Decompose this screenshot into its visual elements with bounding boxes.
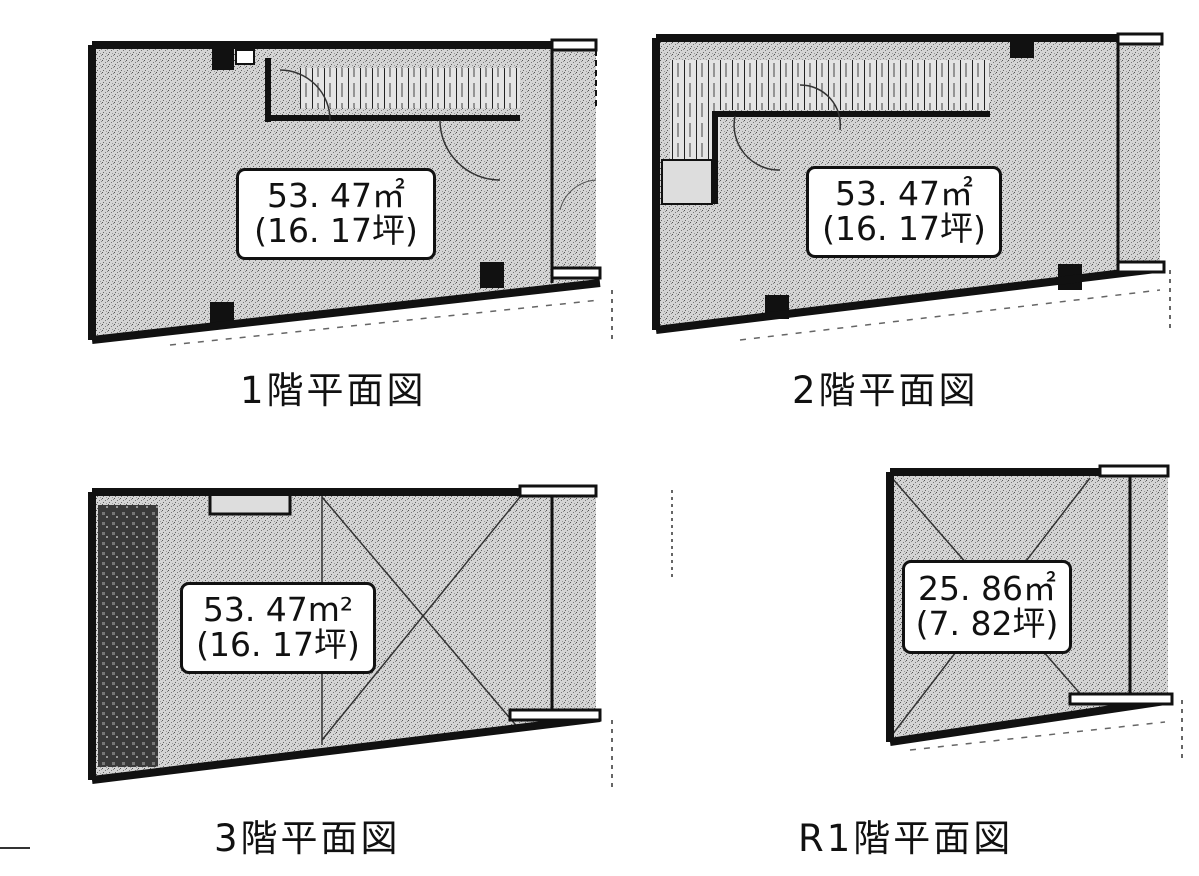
plan-2f-area-label: 53. 47㎡ (16. 17坪)	[806, 166, 1002, 258]
plan-1f-caption: 1階平面図	[240, 369, 427, 412]
plan-1f-area: 53. 47㎡	[267, 176, 405, 216]
plan-3f-area: 53. 47m²	[202, 590, 354, 630]
plan-3f-tsubo: (16. 17坪)	[196, 625, 360, 664]
plan-3f-dark-stair	[98, 505, 158, 767]
plan-2f-area: 53. 47㎡	[835, 174, 973, 214]
plan-r1f-area: 25. 86㎡	[918, 569, 1056, 609]
plan-r1f-area-label: 25. 86㎡ (7. 82坪)	[902, 560, 1072, 654]
plan-2f-stairs	[720, 60, 990, 110]
plan-2f-caption: 2階平面図	[792, 369, 979, 412]
plan-3f-caption: 3階平面図	[214, 817, 401, 860]
plan-1f-tsubo: (16. 17坪)	[254, 211, 418, 250]
plan-1f-area-label: 53. 47㎡ (16. 17坪)	[236, 168, 436, 260]
plan-3f-area-label: 53. 47m² (16. 17坪)	[180, 582, 376, 674]
plan-1f-stairs	[300, 68, 520, 108]
plan-2f-tsubo: (16. 17坪)	[822, 209, 986, 248]
plan-r1f-caption: R1階平面図	[798, 817, 1014, 860]
plan-r1f-tsubo: (7. 82坪)	[915, 604, 1059, 643]
